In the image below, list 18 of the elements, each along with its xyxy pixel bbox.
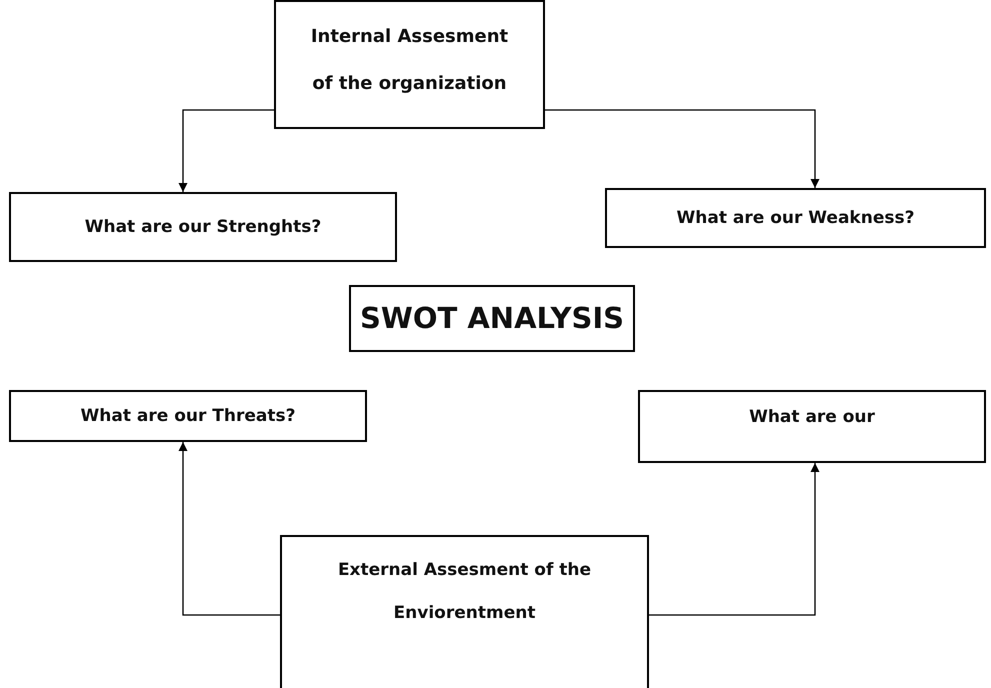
process-box [605,188,986,248]
process-box [638,390,986,463]
box-label: What are our Weakness? [676,206,914,230]
arrow [545,109,820,188]
box-label: SWOT ANALYSIS [360,301,624,336]
box-label: What are our Strenghts? [84,216,322,238]
arrow [178,109,274,192]
process-box [9,390,367,442]
process-box [9,192,397,262]
process-box [280,535,649,688]
arrow [649,463,820,616]
process-box [349,285,635,352]
box-label: External Assesment of the Enviorentment [336,559,592,624]
box-label: What are our [749,406,875,428]
box-label: Internal Assesment of the organization [310,25,510,96]
process-box [274,0,545,129]
arrow [178,442,280,616]
box-label: What are our Threats? [80,404,296,428]
